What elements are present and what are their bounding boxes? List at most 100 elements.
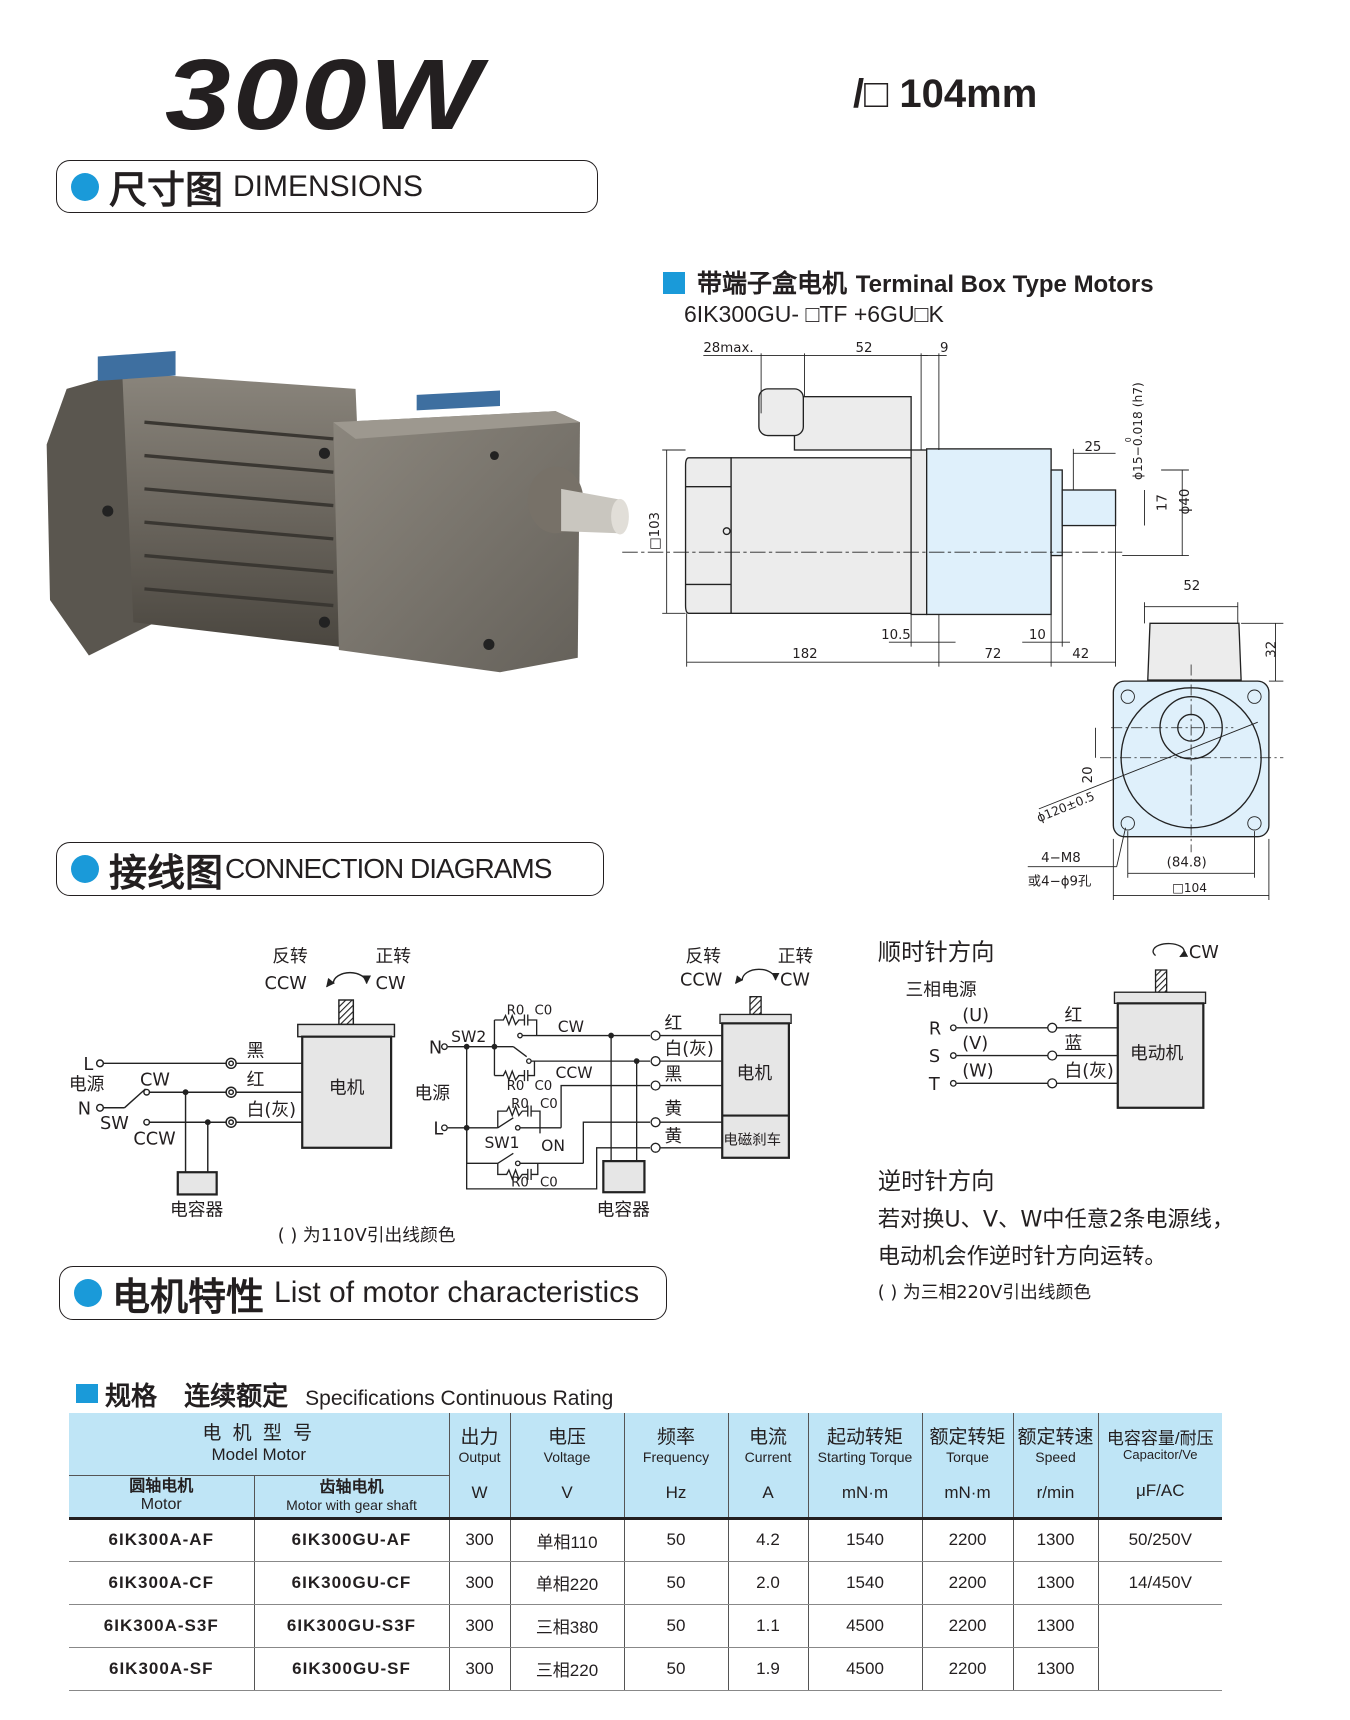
table-cell: 2200 <box>921 1561 1013 1605</box>
dim-10-5: 10.5 <box>881 628 911 643</box>
table-cell: 2.0 <box>727 1561 808 1605</box>
ccw-instruction-2: 电动机会作逆时针方向运转。 <box>878 1243 1167 1269</box>
table-cell: 1300 <box>1012 1561 1098 1605</box>
table-cell: 4500 <box>807 1647 922 1691</box>
dim-52: 52 <box>856 341 873 356</box>
label-t: T <box>928 1075 940 1095</box>
label-power: 电源 <box>69 1074 105 1095</box>
table-cell: 1300 <box>1012 1647 1098 1691</box>
table-cell: 1.9 <box>727 1647 808 1691</box>
label-reverse: 反转 <box>686 946 722 967</box>
table-cell: 300 <box>448 1604 510 1648</box>
capacitor-label: 电容器 <box>597 1200 651 1221</box>
dim-17: 17 <box>1156 494 1171 511</box>
section-title-zh: 电机特性 <box>112 1274 265 1319</box>
table-cell: 300 <box>448 1647 510 1691</box>
section-title-zh: 接线图 <box>109 850 224 895</box>
bullet-icon <box>71 172 99 201</box>
side-view-drawing: 28max. 52 9 □103 25 ϕ15−0.018 (h7) 0 17 … <box>622 341 1193 667</box>
label-r0: R0 <box>507 1003 525 1018</box>
table-cell: 6IK300GU-S3F <box>253 1604 449 1648</box>
table-cell: 1540 <box>807 1561 922 1605</box>
label-c0: C0 <box>534 1003 552 1018</box>
table-cell: 1.1 <box>727 1604 808 1648</box>
label-l: L <box>433 1119 443 1139</box>
dim-front-20: 20 <box>1081 766 1096 783</box>
wire-color-note: ( ) 为三相220V引出线颜色 <box>878 1282 1092 1303</box>
motor-label: 电机 <box>737 1063 773 1084</box>
label-r0: R0 <box>511 1097 529 1112</box>
label-ccw: CCW <box>264 974 306 994</box>
table-cell: 2200 <box>921 1604 1013 1648</box>
dim-front-104: □104 <box>1172 881 1207 895</box>
square-bullet-icon <box>663 272 685 294</box>
dim-9: 9 <box>940 341 948 356</box>
wire-black: 黑 <box>247 1042 265 1062</box>
motor-photo <box>46 351 629 673</box>
label-n: N <box>429 1038 442 1058</box>
table-cell: 6IK300A-S3F <box>69 1604 254 1648</box>
label-switch-cw: CW <box>558 1018 584 1036</box>
cw-direction-title: 顺时针方向 <box>878 938 995 966</box>
label-c0: C0 <box>540 1097 558 1112</box>
table-cell: 单相110 <box>509 1518 624 1562</box>
terminal-box-title: 带端子盒电机 Terminal Box Type Motors <box>697 264 1154 300</box>
dim-42: 42 <box>1072 647 1089 662</box>
section-characteristics: 电机特性 List of motor characteristics <box>59 1266 667 1320</box>
label-sw: SW <box>100 1114 129 1134</box>
label-n: N <box>78 1099 91 1119</box>
frame-size: /□ 104mm <box>853 72 1038 116</box>
brake-motor-wiring-diagram: 反转 正转 CCW CW N 电源 L SW2 SW1 ON CW CCW R0… <box>414 946 813 1220</box>
bullet-icon <box>74 1279 102 1307</box>
table-cell: 单相220 <box>509 1561 624 1605</box>
wire-blue: 蓝 <box>1064 1033 1082 1054</box>
label-cw: CW <box>1189 943 1219 963</box>
label-r0: R0 <box>511 1176 529 1191</box>
section-connection: 接线图 CONNECTION DIAGRAMS <box>56 842 604 896</box>
motor-label: 电动机 <box>1130 1043 1184 1064</box>
table-cell: 1300 <box>1012 1518 1098 1562</box>
three-phase-wiring-diagram: 顺时针方向 CW 三相电源 R S T (U) (V) (W) 红 蓝 白(灰)… <box>878 938 1234 1303</box>
dim-phi15: ϕ15−0.018 (h7) <box>1131 382 1145 480</box>
table-cell: 1300 <box>1012 1604 1098 1648</box>
table-cell: 2200 <box>921 1518 1013 1562</box>
label-on: ON <box>541 1137 565 1155</box>
table-cell: 6IK300A-SF <box>69 1647 254 1691</box>
label-u: (U) <box>962 1006 989 1026</box>
label-forward: 正转 <box>376 946 412 967</box>
wire-black: 黑 <box>664 1065 682 1085</box>
table-cell: 300 <box>448 1561 510 1605</box>
dim-phi15-upper-tol: 0 <box>1124 437 1133 442</box>
dim-103: □103 <box>648 512 663 550</box>
spec-title: 规格 连续额定 Specifications Continuous Rating <box>105 1376 613 1413</box>
wire-white: 白(灰) <box>664 1038 713 1059</box>
wire-yellow-2: 黄 <box>664 1126 682 1147</box>
wire-white: 白(灰) <box>247 1100 296 1121</box>
label-s: S <box>929 1047 940 1067</box>
table-cell: 4500 <box>807 1604 922 1648</box>
table-cell: 三相380 <box>509 1604 624 1648</box>
table-cell: 1540 <box>807 1518 922 1562</box>
dim-10: 10 <box>1029 628 1046 643</box>
wire-color-note: ( ) 为110V引出线颜色 <box>278 1225 456 1246</box>
label-c0: C0 <box>534 1079 552 1094</box>
table-cell: 14/450V <box>1097 1561 1222 1605</box>
ccw-direction-title: 逆时针方向 <box>878 1167 995 1195</box>
table-cell: 50 <box>623 1647 728 1691</box>
table-cell: 4.2 <box>727 1518 808 1562</box>
label-switch-cw: CW <box>140 1071 170 1091</box>
table-cell: 2200 <box>921 1647 1013 1691</box>
label-power: 电源 <box>414 1083 450 1104</box>
label-cw: CW <box>376 974 406 994</box>
